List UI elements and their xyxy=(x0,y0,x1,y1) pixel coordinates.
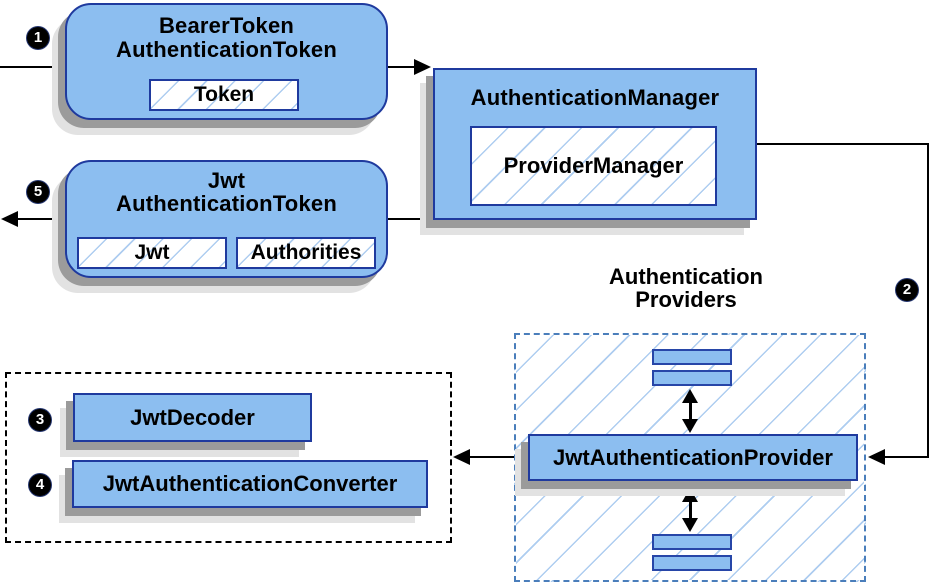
incoming-request-line xyxy=(0,66,59,68)
step-2-badge: 2 xyxy=(896,279,918,301)
manager-to-provider-line-bottom xyxy=(884,456,929,458)
provider-placeholder-bar xyxy=(652,370,732,386)
authentication-providers-label: Authentication Providers xyxy=(560,265,812,311)
jwt-authentication-token-title: Jwt AuthenticationToken xyxy=(67,162,386,215)
jwt-decoder-node: JwtDecoder xyxy=(73,393,312,442)
jwt-authentication-token-node: Jwt AuthenticationToken Jwt Authorities xyxy=(65,160,388,278)
step-5-badge: 5 xyxy=(27,181,49,203)
step-1-badge: 1 xyxy=(27,27,49,49)
arrow-down-icon xyxy=(682,419,698,433)
manager-to-provider-line-top xyxy=(757,143,929,145)
authentication-manager-node: AuthenticationManager ProviderManager xyxy=(433,68,757,220)
authentication-manager-title: AuthenticationManager xyxy=(470,85,720,110)
authorities-chip: Authorities xyxy=(236,237,376,269)
bearer-token-title: BearerToken AuthenticationToken xyxy=(67,5,386,62)
arrow-left-icon xyxy=(453,449,470,465)
arrow-left-icon xyxy=(868,449,885,465)
manager-to-provider-line-right xyxy=(927,143,929,458)
arrow-right-icon xyxy=(414,59,431,75)
bearer-to-manager-line xyxy=(388,66,416,68)
jwt-processing-group xyxy=(5,372,452,543)
arrow-left-icon xyxy=(1,211,18,227)
jwt-authentication-provider-node: JwtAuthenticationProvider xyxy=(528,434,858,481)
provider-manager-chip: ProviderManager xyxy=(470,126,717,206)
provider-placeholder-bar xyxy=(652,555,732,571)
authentication-providers-label-line2: Providers xyxy=(635,287,737,312)
arrow-up-icon xyxy=(682,389,698,403)
outgoing-result-line xyxy=(16,218,59,220)
jwt-authentication-converter-node: JwtAuthenticationConverter xyxy=(72,460,428,508)
provider-placeholder-bar xyxy=(652,534,732,550)
authentication-providers-label-line1: Authentication xyxy=(609,264,763,289)
bearer-token-node: BearerToken AuthenticationToken Token xyxy=(65,3,388,120)
jwt-authentication-token-title-line2: AuthenticationToken xyxy=(116,191,337,216)
arrow-up-icon xyxy=(682,488,698,502)
token-chip: Token xyxy=(149,79,299,111)
provider-to-decoder-line xyxy=(470,456,528,458)
bearer-token-title-line1: BearerToken xyxy=(158,13,295,38)
provider-placeholder-bar xyxy=(652,349,732,365)
jwt-authentication-token-title-line1: Jwt xyxy=(207,168,246,193)
bearer-token-title-line2: AuthenticationToken xyxy=(116,37,337,62)
jwt-chip: Jwt xyxy=(77,237,227,269)
arrow-down-icon xyxy=(682,518,698,532)
double-arrow-line xyxy=(689,399,692,423)
step-3-badge: 3 xyxy=(29,409,51,431)
double-arrow-line xyxy=(689,498,692,522)
manager-to-token-return-line xyxy=(388,218,433,220)
step-4-badge: 4 xyxy=(29,474,51,496)
